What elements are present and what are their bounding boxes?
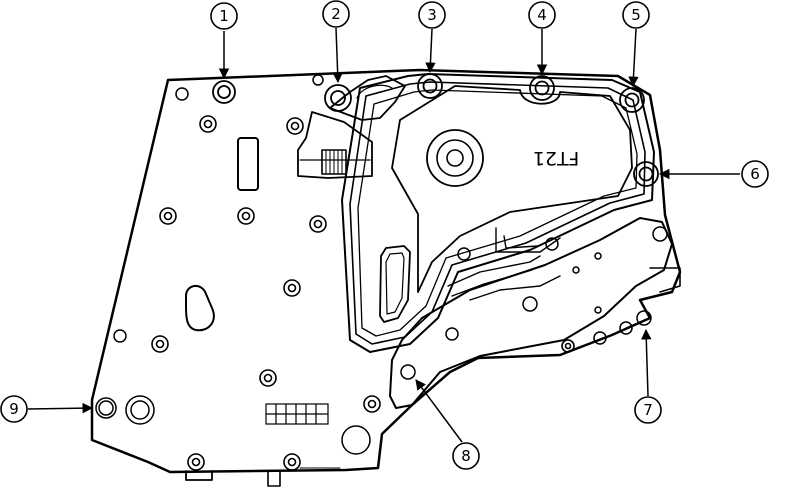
hole [130,400,150,420]
hole [457,247,471,261]
bolt-hole-6 [633,161,659,187]
callout-1: 1 [210,2,238,30]
gasket-outline-inner [349,81,646,345]
bolt-head [309,215,327,233]
callout-9: 9 [0,395,28,423]
bolt-head [151,335,169,353]
servo-cover-inner [446,149,464,167]
slot-opening [237,137,259,191]
callout-label-8: 8 [461,447,471,465]
hole [545,237,559,251]
case-marking: FT21 [533,147,579,169]
hole [593,331,607,345]
callout-label-6: 6 [750,165,760,183]
hole [175,87,189,101]
hole [522,296,538,312]
fluid-passage [447,255,561,301]
hole [594,306,602,314]
callout-6: 6 [741,160,769,188]
bottom-tab-small [267,470,281,487]
fluid-passage-2 [495,227,561,253]
callout-label-2: 2 [331,5,341,23]
bolt-head [283,279,301,297]
bolt-head [363,395,381,413]
hole [619,321,633,335]
bolt-head [199,115,217,133]
callout-label-4: 4 [537,6,547,24]
callout-label-9: 9 [9,400,19,418]
leader-line-5 [628,28,639,88]
channel-window [379,245,411,323]
bolt-head [187,453,205,471]
servo-cover-mid [436,139,474,177]
edge-bracket [649,267,681,293]
channel-window-inner [385,252,405,315]
detent-lever [297,111,373,179]
servo-cover-outer [426,129,484,187]
bolt-head [561,339,575,353]
leader-line-2 [332,27,343,84]
hole-pointed-8 [400,364,416,380]
bracket-arm-inner [356,84,393,99]
bolt-head [283,453,301,471]
bolt-hole-3 [417,73,443,99]
bracket-arm [329,75,406,121]
bolt-hole-2 [324,84,352,112]
leader-line-3 [425,28,436,74]
hole [312,74,324,86]
hole [113,329,127,343]
callout-2: 2 [322,0,350,28]
callout-5: 5 [622,1,650,29]
valve-body-outline [90,68,682,474]
hole-pointed-9 [98,400,114,416]
bolt-hole-5 [619,87,645,113]
hole-pointed-9-outer [95,397,117,419]
hole [341,425,371,455]
callout-label-1: 1 [219,7,229,25]
hole [125,395,155,425]
transfer-plate [389,217,673,409]
callout-label-7: 7 [643,401,653,419]
cover-plate-inner-contour [391,85,633,293]
callout-7: 7 [634,396,662,424]
callout-label-5: 5 [631,6,641,24]
hole [594,252,602,260]
bolt-hole-1 [212,80,236,104]
gasket-outline-innermost [357,89,638,337]
bolt-head [237,207,255,225]
hole [652,226,668,242]
bottom-tab [185,470,213,481]
shift-valve-cutout [185,285,215,332]
bolt-hole-4 [529,75,555,101]
leader-line-9 [27,402,94,414]
gasket-outline-outer [341,73,655,353]
hole [445,327,459,341]
bolt-head [159,207,177,225]
callout-3: 3 [418,1,446,29]
hole [572,266,580,274]
bolt-head [286,117,304,135]
bolt-head [259,369,277,387]
connector-grid [265,403,329,425]
hole [636,310,652,326]
callout-8: 8 [452,442,480,470]
callout-4: 4 [528,1,556,29]
leader-line-7 [641,328,652,397]
leader-line-8 [415,379,463,443]
callout-label-3: 3 [427,6,437,24]
